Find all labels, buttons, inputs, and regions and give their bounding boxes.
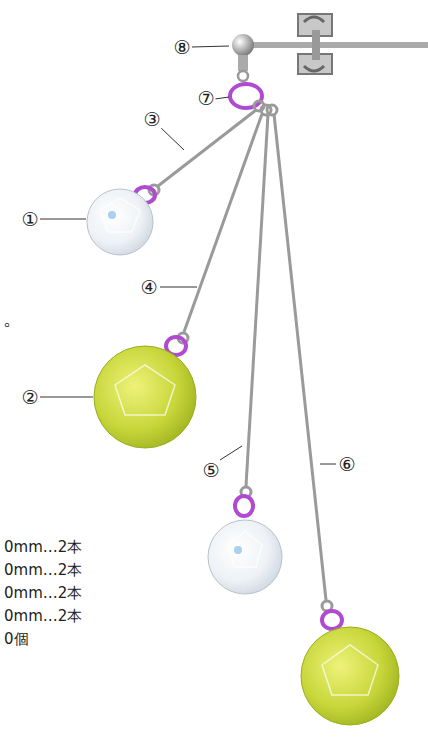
callout-number: ⑥ [337, 455, 356, 474]
ear-post [252, 42, 428, 48]
callout-number: ① [20, 210, 39, 229]
ear-clutch [298, 14, 332, 74]
callout-number: ⑦ [196, 89, 215, 108]
callout-number: ④ [139, 278, 158, 297]
parts-note: 0mm…2本 [4, 609, 82, 624]
jump-ring [230, 84, 262, 108]
post-ball [232, 34, 254, 56]
leader-lines [40, 46, 336, 464]
callout-number: ③ [142, 110, 161, 129]
callout-number: ② [20, 388, 39, 407]
callout-number: ⑤ [201, 461, 220, 480]
pins [149, 101, 332, 611]
crystals [87, 189, 399, 725]
callout-number: ⑧ [172, 38, 191, 57]
parts-note: 0mm…2本 [4, 586, 82, 601]
parts-note: 0mm…2本 [4, 540, 82, 555]
mark: 。 [2, 309, 23, 328]
parts-note: 0個 [4, 632, 29, 647]
parts-note: 0mm…2本 [4, 563, 82, 578]
